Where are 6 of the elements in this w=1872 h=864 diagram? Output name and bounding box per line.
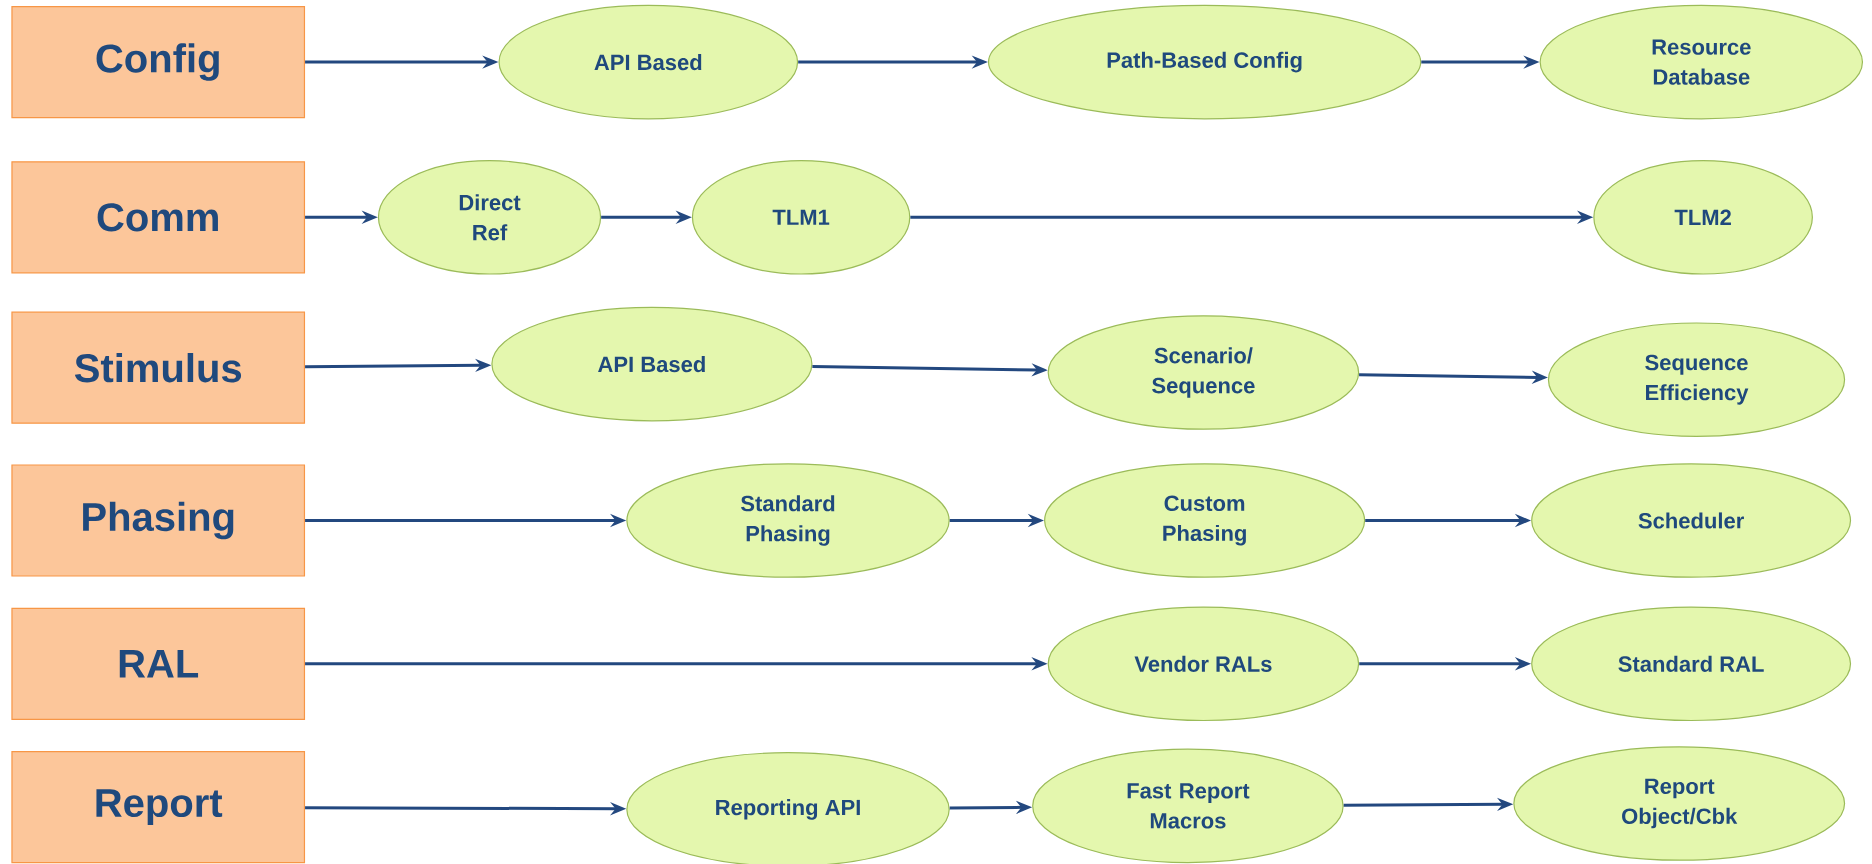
category-box: RAL <box>11 607 306 720</box>
category-box: Config <box>11 6 306 119</box>
category-box: Comm <box>11 161 306 274</box>
category-box: Phasing <box>11 464 306 577</box>
category-box: Report <box>11 751 306 864</box>
category-box: Stimulus <box>11 311 306 424</box>
